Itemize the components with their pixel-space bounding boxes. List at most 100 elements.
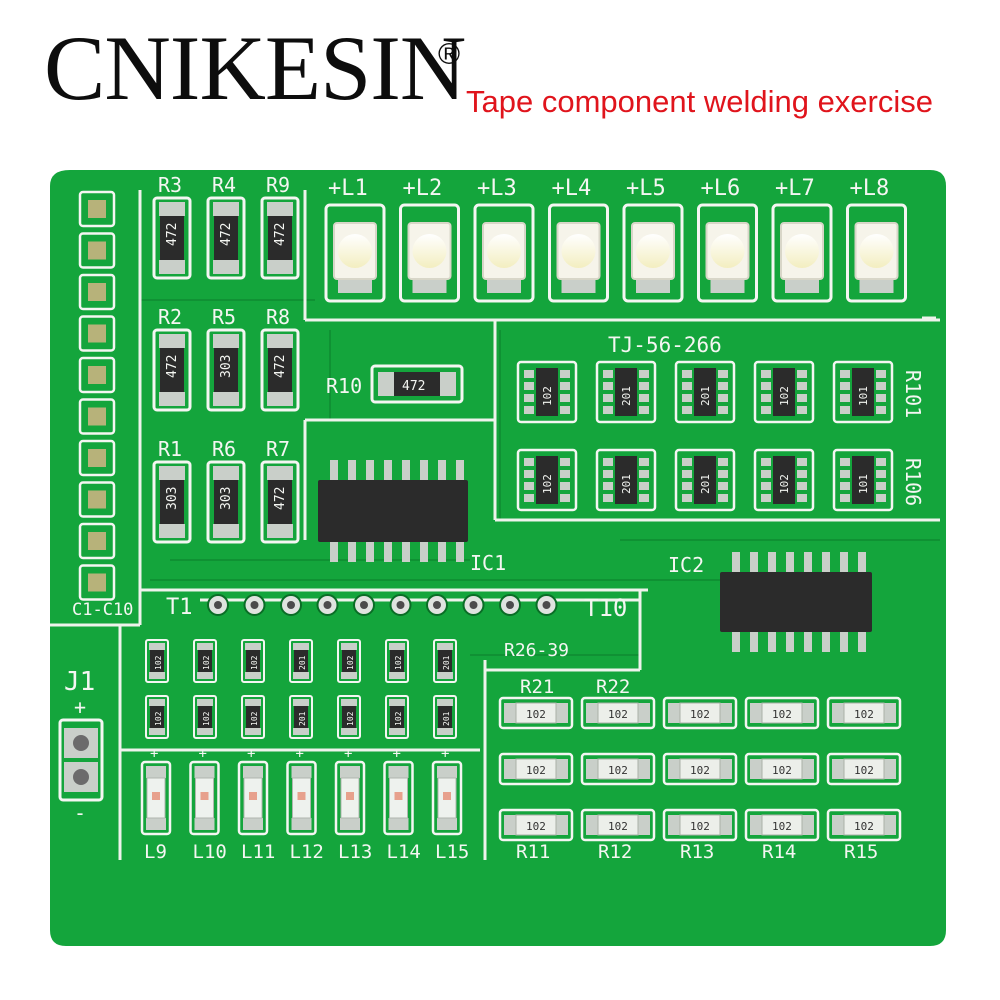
- solder-pad: [437, 728, 453, 735]
- resistor-outline: [662, 696, 738, 730]
- resistor-label: R3: [158, 173, 182, 197]
- smd-resistor: [246, 706, 260, 728]
- smd-resistor: [160, 216, 184, 260]
- solder-pad: [267, 260, 293, 274]
- ic-pin: [420, 542, 428, 562]
- ic-pin: [858, 552, 866, 572]
- solder-pad: [668, 703, 680, 723]
- smd-resistor: [761, 814, 803, 836]
- led-label: L13: [338, 841, 372, 863]
- solder-pad: [639, 382, 649, 390]
- solder-pad: [267, 466, 293, 480]
- array-outline: [832, 448, 894, 512]
- solder-pad: [560, 382, 570, 390]
- solder-pad: [213, 392, 239, 406]
- solder-pad: [146, 766, 166, 778]
- led-label: +L5: [626, 176, 666, 201]
- smd-capacitor: [88, 283, 106, 301]
- resistor-array: [773, 368, 795, 416]
- smd-resistor: [515, 702, 557, 724]
- solder-pad: [338, 277, 372, 293]
- resistor-code: 102: [394, 655, 403, 670]
- solder-pad: [639, 370, 649, 378]
- polarity-mark: +: [296, 746, 304, 762]
- solder-pad: [797, 470, 807, 478]
- resistor-outline: [580, 808, 656, 842]
- led-label: +L7: [775, 176, 815, 201]
- solder-pad: [797, 458, 807, 466]
- connector-label: J1: [64, 667, 95, 697]
- resistor-outline: [826, 808, 902, 842]
- array-outline: [595, 360, 657, 424]
- led-outline: [771, 203, 833, 303]
- smd-resistor: [597, 758, 639, 780]
- smd-resistor: [515, 814, 557, 836]
- solder-pad: [840, 394, 850, 402]
- led-label: +L8: [850, 176, 890, 201]
- connector-hole: [73, 769, 89, 785]
- ic-pin: [384, 460, 392, 480]
- solder-pad: [159, 466, 185, 480]
- solder-pad: [797, 370, 807, 378]
- solder-pad: [750, 815, 762, 835]
- solder-pad: [556, 703, 568, 723]
- smd-resistor: [214, 216, 238, 260]
- ic-pin: [348, 460, 356, 480]
- resistor-outline: [145, 695, 169, 739]
- ic-label: IC2: [668, 553, 704, 577]
- solder-pad: [197, 699, 213, 706]
- solder-pad: [761, 494, 771, 502]
- test-point-hole: [360, 601, 368, 609]
- smd-capacitor: [88, 532, 106, 550]
- solder-pad: [159, 334, 185, 348]
- resistor-label: R6: [212, 437, 236, 461]
- resistor-array: [615, 368, 637, 416]
- connector-outline: [58, 718, 104, 802]
- resistor-label: R10: [326, 374, 362, 398]
- solder-pad: [213, 202, 239, 216]
- solder-pad: [560, 370, 570, 378]
- polarity-mark: +: [393, 746, 401, 762]
- solder-pad: [603, 394, 613, 402]
- smd-resistor: [390, 706, 404, 728]
- ic-pin: [840, 632, 848, 652]
- array-outline: [674, 360, 736, 424]
- polarity-mark: +: [441, 746, 449, 762]
- resistor-code: 201: [442, 655, 451, 670]
- test-point-hole: [542, 601, 551, 609]
- solder-pad: [159, 392, 185, 406]
- polarity-mark: +: [74, 695, 86, 719]
- smd-capacitor: [88, 241, 106, 260]
- solder-pad: [245, 643, 261, 650]
- smd-capacitor: [88, 449, 106, 467]
- resistor-outline: [193, 695, 217, 739]
- solder-pad: [639, 394, 649, 402]
- led-outline: [383, 760, 414, 836]
- resistor-outline: [206, 460, 246, 544]
- resistor-outline: [241, 639, 265, 683]
- resistor-label: R11: [516, 841, 550, 863]
- smd-resistor: [761, 702, 803, 724]
- solder-pad: [197, 728, 213, 735]
- ic-pin: [786, 552, 794, 572]
- array-outline: [516, 360, 578, 424]
- solder-pad: [682, 394, 692, 402]
- solder-pad: [388, 818, 409, 830]
- resistor-outline: [385, 639, 409, 683]
- ic-pin: [750, 552, 758, 572]
- solder-pad: [750, 759, 762, 779]
- solder-pad: [245, 699, 261, 706]
- resistor-code: 472: [273, 487, 288, 510]
- solder-pad: [761, 382, 771, 390]
- resistor-outline: [193, 639, 217, 683]
- led-label: L15: [435, 841, 469, 863]
- smd-capacitor: [88, 573, 106, 592]
- solder-pad: [149, 672, 165, 679]
- smd-capacitor: [88, 324, 106, 343]
- array-code: 201: [620, 386, 633, 406]
- resistor-outline: [289, 639, 313, 683]
- resistor-code: 201: [442, 711, 451, 726]
- solder-pad: [341, 672, 357, 679]
- solder-pad: [884, 759, 896, 779]
- resistor-code: 472: [402, 379, 425, 394]
